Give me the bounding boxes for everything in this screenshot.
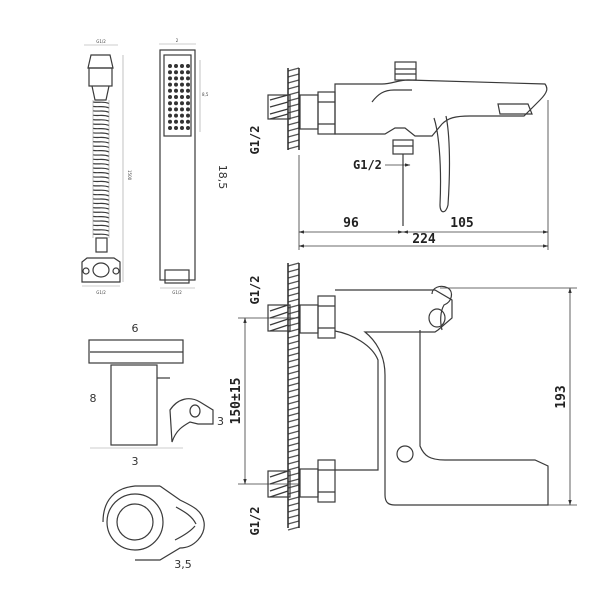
hose-top-label: G1/2 [96, 39, 106, 44]
side-thread-top-label: G1/2 [248, 126, 262, 155]
dim-224: 224 [412, 232, 436, 247]
mixer-side-view: G1/2 G1/2 96 105 224 [248, 61, 549, 250]
handshower-length-label: 18,5 [216, 165, 229, 190]
handshower-bottom-label: G1/2 [172, 290, 182, 295]
handshower-side-label: 8,5 [202, 92, 209, 97]
side-thread-outlet-label: G1/2 [353, 158, 382, 172]
shower-hose-drawing: G1/2 G1/2 1500 [81, 39, 132, 295]
wall-holder-drawing: 6 8 3 3 3,5 [88, 322, 224, 571]
dim-193: 193 [554, 385, 569, 408]
hose-length-label: 1500 [127, 170, 132, 181]
holder-dia-label: 3,5 [174, 558, 192, 571]
dim-96: 96 [343, 216, 359, 231]
mixer-front-view: G1/2 G1/2 150±15 193 [229, 262, 577, 536]
holder-depth-label: 3 [217, 415, 224, 428]
holder-height-label: 8 [90, 392, 97, 405]
front-thread-bottom-label: G1/2 [248, 507, 262, 536]
hose-coil [92, 100, 110, 238]
dim-centers: 150±15 [229, 378, 244, 425]
holder-mount-label: 3 [132, 455, 139, 468]
hand-shower-drawing: 2 G1/2 8,5 18,5 [159, 38, 229, 295]
spray-nozzles [168, 64, 190, 130]
dim-105: 105 [450, 216, 473, 231]
handshower-top-label: 2 [176, 38, 179, 43]
front-thread-top-label: G1/2 [248, 276, 262, 305]
hose-bottom-label: G1/2 [96, 290, 106, 295]
holder-width-label: 6 [132, 322, 139, 335]
